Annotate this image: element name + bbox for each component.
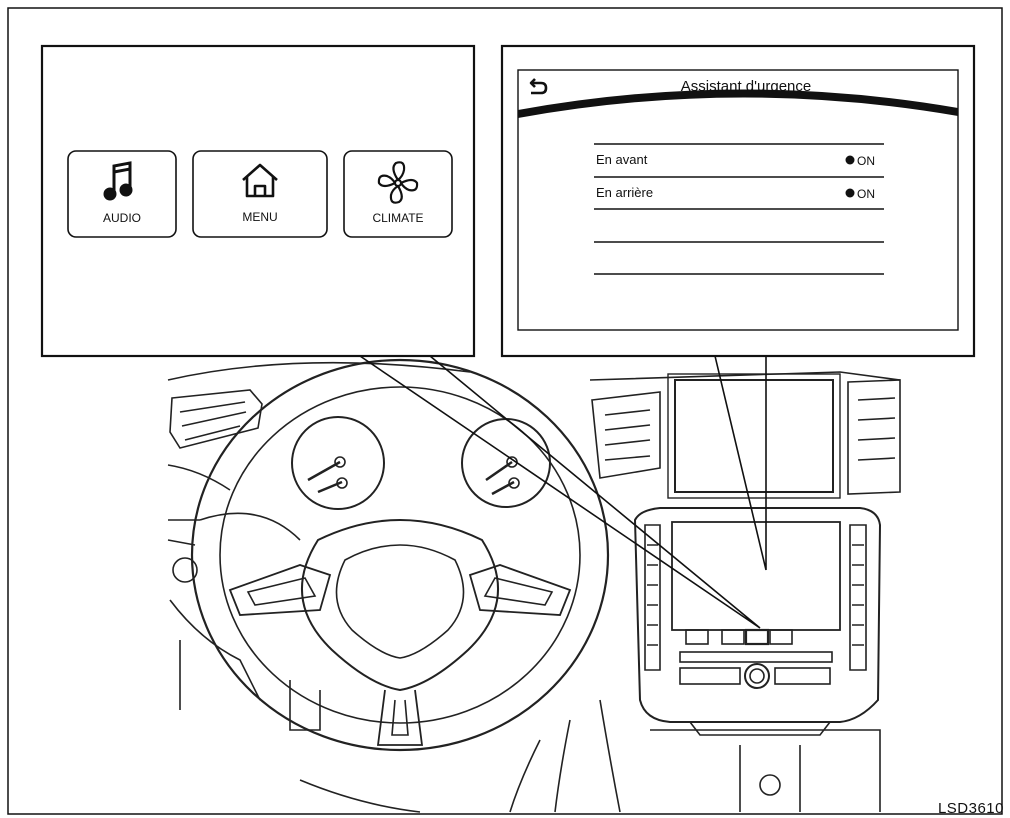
right-gauge — [461, 418, 551, 508]
back-arrow-icon — [529, 78, 548, 95]
header-curve — [518, 89, 958, 118]
figure-code: LSD3610 — [937, 800, 1004, 817]
climate-button-label: CLIMATE — [372, 211, 423, 225]
list-item-label: En avant — [596, 152, 648, 167]
dashboard-illustration — [167, 358, 901, 813]
right-callout-pointer — [714, 355, 767, 571]
callout-pointers — [359, 355, 767, 629]
knob — [744, 663, 770, 689]
left-callout-pointer — [359, 355, 761, 629]
settings-list — [594, 143, 884, 275]
list-item-en-avant[interactable]: En avant ON — [596, 152, 875, 168]
right-spoke — [468, 564, 572, 616]
on-dot-icon — [845, 155, 855, 165]
screen-frame — [517, 69, 959, 331]
list-item-label: En arrière — [596, 185, 653, 200]
left-panel: AUDIO MENU CLIMATE — [40, 44, 476, 358]
menu-button-label: MENU — [242, 210, 277, 224]
menu-button[interactable]: MENU — [192, 150, 328, 238]
fan-icon — [377, 161, 419, 204]
steering-wheel — [190, 358, 610, 752]
bottom-spoke — [376, 689, 424, 746]
left-gauge — [291, 416, 385, 510]
list-item-en-arriere[interactable]: En arrière ON — [596, 185, 875, 201]
right-vent — [847, 379, 901, 495]
center-vent-left — [591, 391, 661, 479]
screen-title: Assistant d'urgence — [681, 78, 811, 95]
list-item-value: ON — [857, 154, 875, 168]
left-spoke — [228, 564, 332, 616]
on-dot-icon — [845, 188, 855, 198]
climate-button[interactable]: CLIMATE — [343, 150, 453, 238]
wheel-hub — [300, 519, 500, 692]
figure-frame — [7, 7, 1003, 815]
back-button[interactable] — [529, 78, 548, 95]
home-icon — [242, 163, 278, 198]
list-item-value: ON — [857, 187, 875, 201]
music-note-icon — [103, 161, 133, 201]
center-console — [633, 507, 882, 723]
audio-button[interactable]: AUDIO — [67, 150, 177, 238]
left-vent — [169, 389, 263, 449]
audio-button-label: AUDIO — [103, 211, 141, 225]
right-panel: Assistant d'urgence En avant ON En arriè… — [500, 44, 976, 358]
upper-display — [674, 379, 834, 493]
